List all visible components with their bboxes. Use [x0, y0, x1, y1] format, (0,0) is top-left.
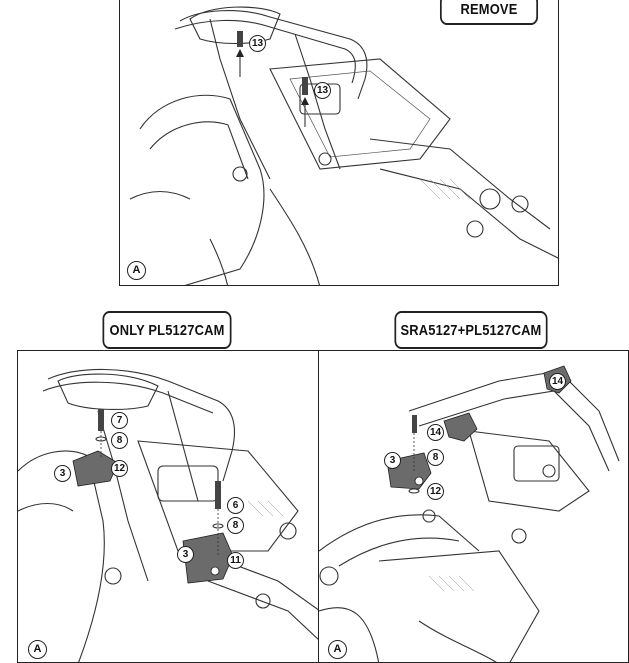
- callout-8-upper: 8: [111, 432, 128, 449]
- callout-8-lower: 8: [227, 517, 244, 534]
- callout-8-right: 8: [427, 449, 444, 466]
- view-letter-a-right: A: [328, 640, 347, 659]
- right-motorcycle-drawing: [319, 365, 620, 662]
- callout-3-right: 3: [384, 452, 401, 469]
- only-pl5127cam-label: ONLY PL5127CAM: [102, 311, 232, 349]
- callout-6: 6: [227, 497, 244, 514]
- callout-13-upper: 13: [249, 35, 266, 52]
- callout-12-right: 12: [427, 483, 444, 500]
- callout-11: 11: [227, 552, 244, 569]
- view-letter-a-top: A: [127, 261, 146, 280]
- callout-14-lower: 14: [427, 424, 444, 441]
- callout-3-lower: 3: [177, 546, 194, 563]
- left-illustration-panel: 7 8 3 12 6 8 3 11 A: [17, 350, 319, 663]
- top-illustration-panel: 13 13 A: [119, 0, 559, 286]
- top-motorcycle-drawing: [129, 6, 558, 285]
- remove-label: REMOVE: [439, 0, 539, 25]
- view-letter-a-left: A: [28, 640, 47, 659]
- callout-12: 12: [111, 460, 128, 477]
- callout-14-upper: 14: [549, 373, 566, 390]
- callout-13-lower: 13: [314, 82, 331, 99]
- right-illustration-panel: 14 14 3 8 12 A: [318, 350, 629, 663]
- left-motorcycle-drawing: [18, 368, 318, 662]
- callout-7: 7: [111, 412, 128, 429]
- sra5127-pl5127cam-label: SRA5127+PL5127CAM: [394, 311, 548, 349]
- callout-3-upper: 3: [54, 465, 71, 482]
